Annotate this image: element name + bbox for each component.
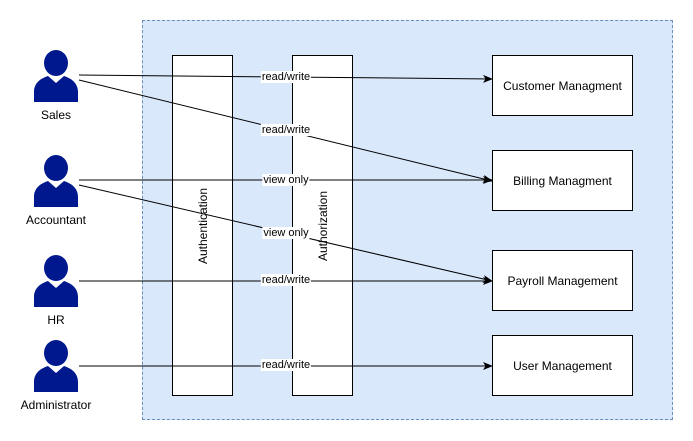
- payroll-management-box[interactable]: Payroll Management: [492, 250, 633, 311]
- actor-hr[interactable]: HR: [6, 255, 106, 327]
- person-icon: [34, 340, 78, 392]
- payroll-management-label: Payroll Management: [507, 273, 618, 288]
- customer-management-box[interactable]: Customer Managment: [492, 55, 633, 116]
- actor-accountant[interactable]: Accountant: [6, 155, 106, 227]
- person-icon: [34, 255, 78, 307]
- customer-management-label: Customer Managment: [503, 78, 622, 93]
- edge-label-hr-payroll: read/write: [260, 274, 312, 286]
- actor-administrator[interactable]: Administrator: [6, 340, 106, 412]
- actor-label-accountant: Accountant: [25, 213, 87, 227]
- person-icon: [34, 50, 78, 102]
- actor-label-hr: HR: [47, 313, 65, 327]
- user-management-box[interactable]: User Management: [492, 335, 633, 396]
- person-icon: [34, 155, 78, 207]
- edge-label-accountant-billing: view only: [262, 174, 310, 186]
- authentication-layer[interactable]: Authentication: [172, 55, 233, 396]
- edge-label-sales-customer: read/write: [260, 71, 312, 83]
- user-management-label: User Management: [513, 358, 612, 373]
- actor-sales[interactable]: Sales: [6, 50, 106, 122]
- billing-management-label: Billing Managment: [513, 173, 612, 188]
- edge-label-administrator-user: read/write: [260, 359, 312, 371]
- actor-label-administrator: Administrator: [20, 398, 92, 412]
- authorization-layer[interactable]: Authorization: [292, 55, 353, 396]
- edge-label-accountant-payroll: view only: [262, 227, 310, 239]
- edge-label-sales-billing: read/write: [260, 124, 312, 136]
- actor-label-sales: Sales: [40, 108, 72, 122]
- billing-management-box[interactable]: Billing Managment: [492, 150, 633, 211]
